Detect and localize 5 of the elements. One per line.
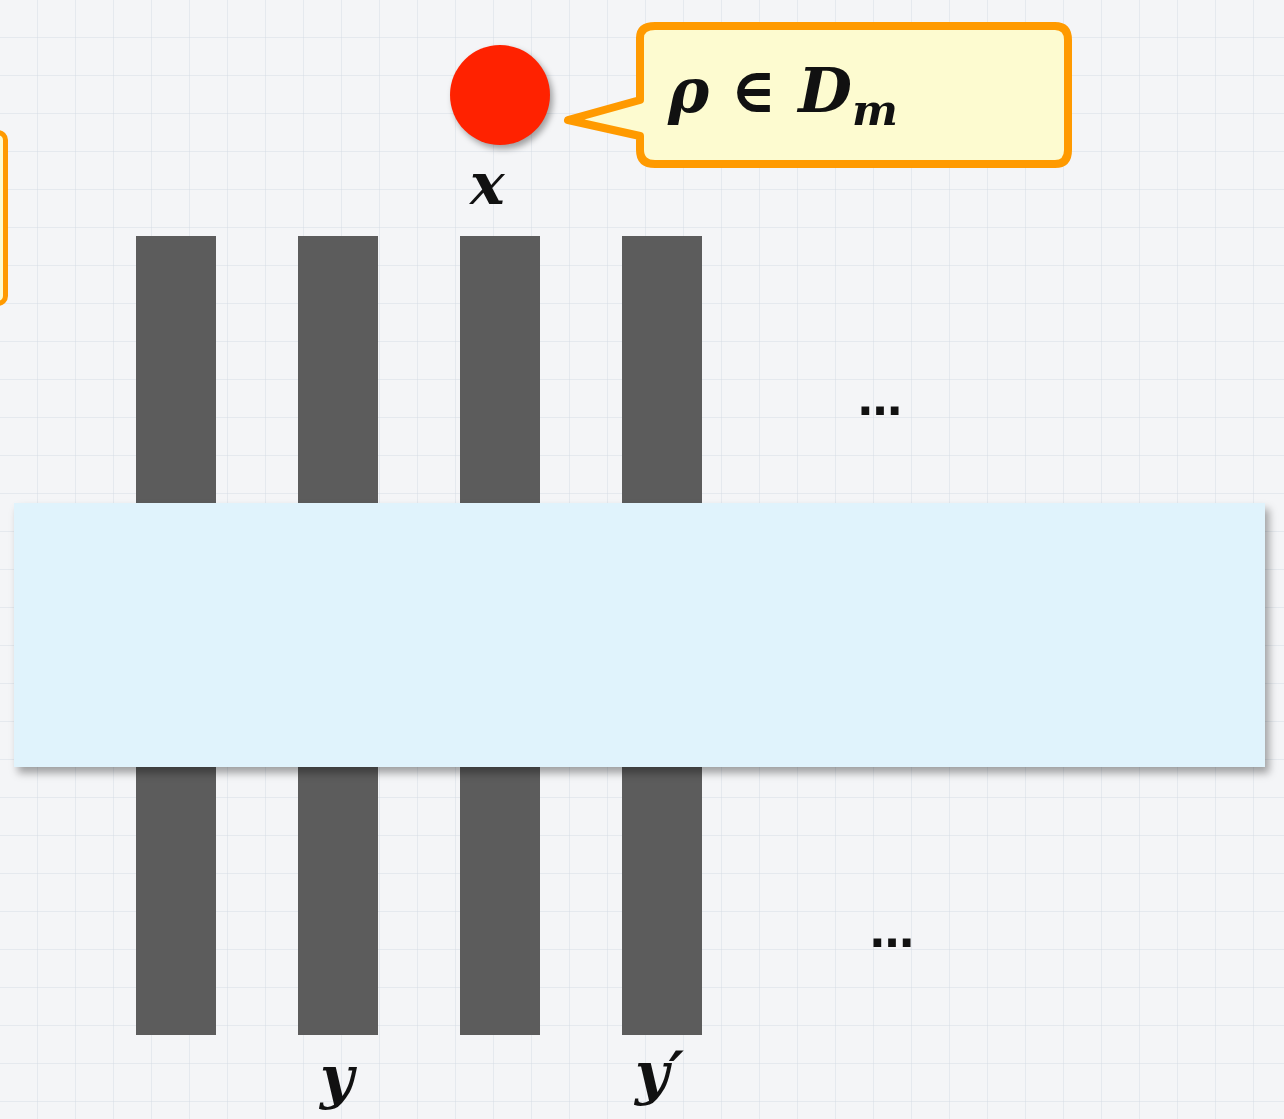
band-panel <box>14 503 1265 767</box>
ellipsis-label: … <box>858 378 902 422</box>
variable-label: x <box>470 155 505 213</box>
formula-text: ρ ∈ D$_{m}$ <box>668 60 898 132</box>
ellipsis-label: … <box>870 910 914 954</box>
